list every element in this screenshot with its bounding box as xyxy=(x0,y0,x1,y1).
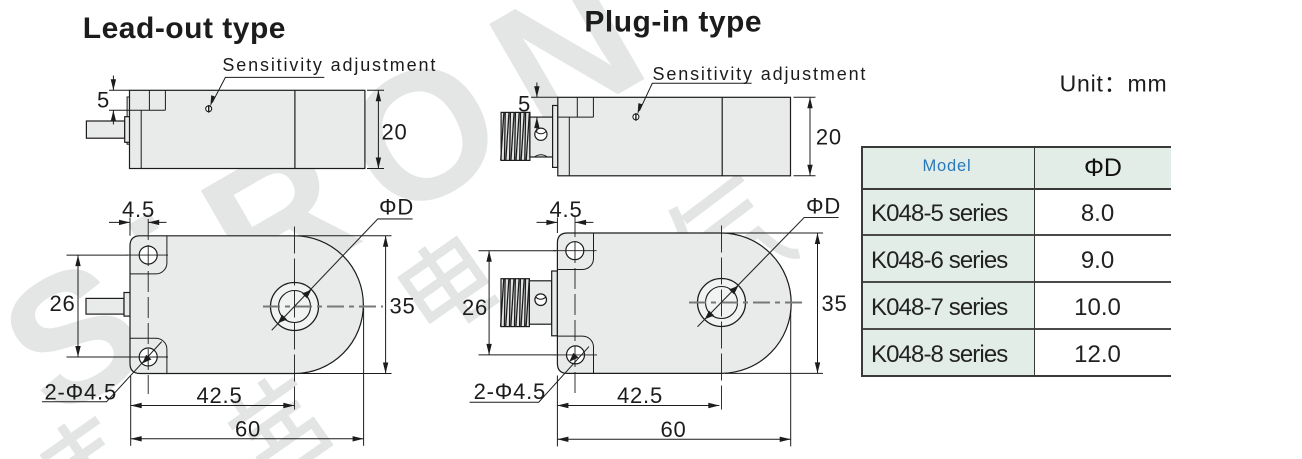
svg-text:ΦD: ΦD xyxy=(806,194,841,219)
svg-text:20: 20 xyxy=(816,124,842,149)
svg-text:26: 26 xyxy=(462,295,488,320)
svg-text:35: 35 xyxy=(390,294,416,319)
svg-text:2-Φ4.5: 2-Φ4.5 xyxy=(474,379,546,404)
svg-text:Lead-out type: Lead-out type xyxy=(83,12,286,45)
svg-text:Unit：mm: Unit：mm xyxy=(1060,71,1168,97)
svg-text:2-Φ4.5: 2-Φ4.5 xyxy=(45,380,118,405)
svg-text:42.5: 42.5 xyxy=(196,383,242,408)
svg-text:Sensitivity adjustment: Sensitivity adjustment xyxy=(222,55,437,75)
svg-text:4.5: 4.5 xyxy=(550,197,583,222)
svg-text:5: 5 xyxy=(97,88,110,113)
svg-text:60: 60 xyxy=(235,416,261,441)
svg-text:26: 26 xyxy=(49,291,75,316)
svg-text:60: 60 xyxy=(660,417,686,442)
svg-text:42.5: 42.5 xyxy=(617,383,663,408)
svg-text:Plug-in type: Plug-in type xyxy=(584,6,762,39)
svg-text:35: 35 xyxy=(822,291,848,316)
svg-text:ΦD: ΦD xyxy=(379,195,414,220)
svg-text:Sensitivity adjustment: Sensitivity adjustment xyxy=(653,64,868,84)
svg-text:20: 20 xyxy=(382,119,408,144)
svg-text:5: 5 xyxy=(518,92,531,117)
svg-text:4.5: 4.5 xyxy=(122,197,155,222)
